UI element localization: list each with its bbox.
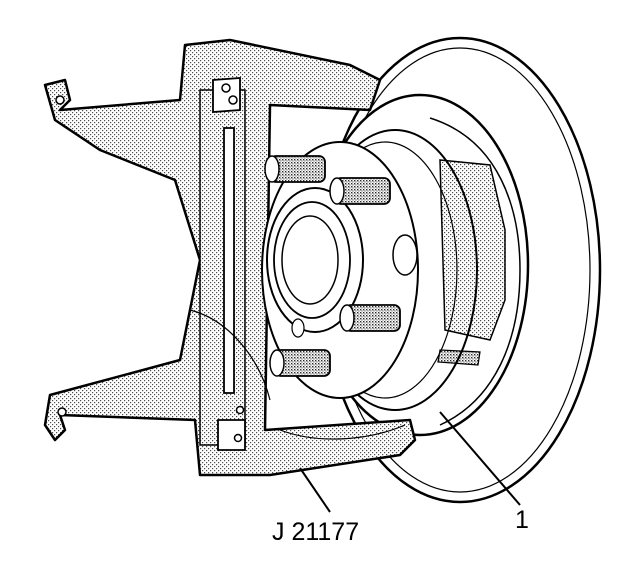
callout-leader-lines [299, 411, 521, 513]
wheel-hub [261, 141, 419, 399]
wheel-stud [269, 349, 331, 377]
wheel-stud [339, 304, 401, 332]
part-callout-number: 1 [515, 506, 529, 534]
tool-fixture-j21177 [43, 38, 417, 477]
wheel-stud [329, 177, 391, 205]
wheel-stud [264, 155, 326, 183]
tool-callout-label: J 21177 [272, 518, 359, 546]
